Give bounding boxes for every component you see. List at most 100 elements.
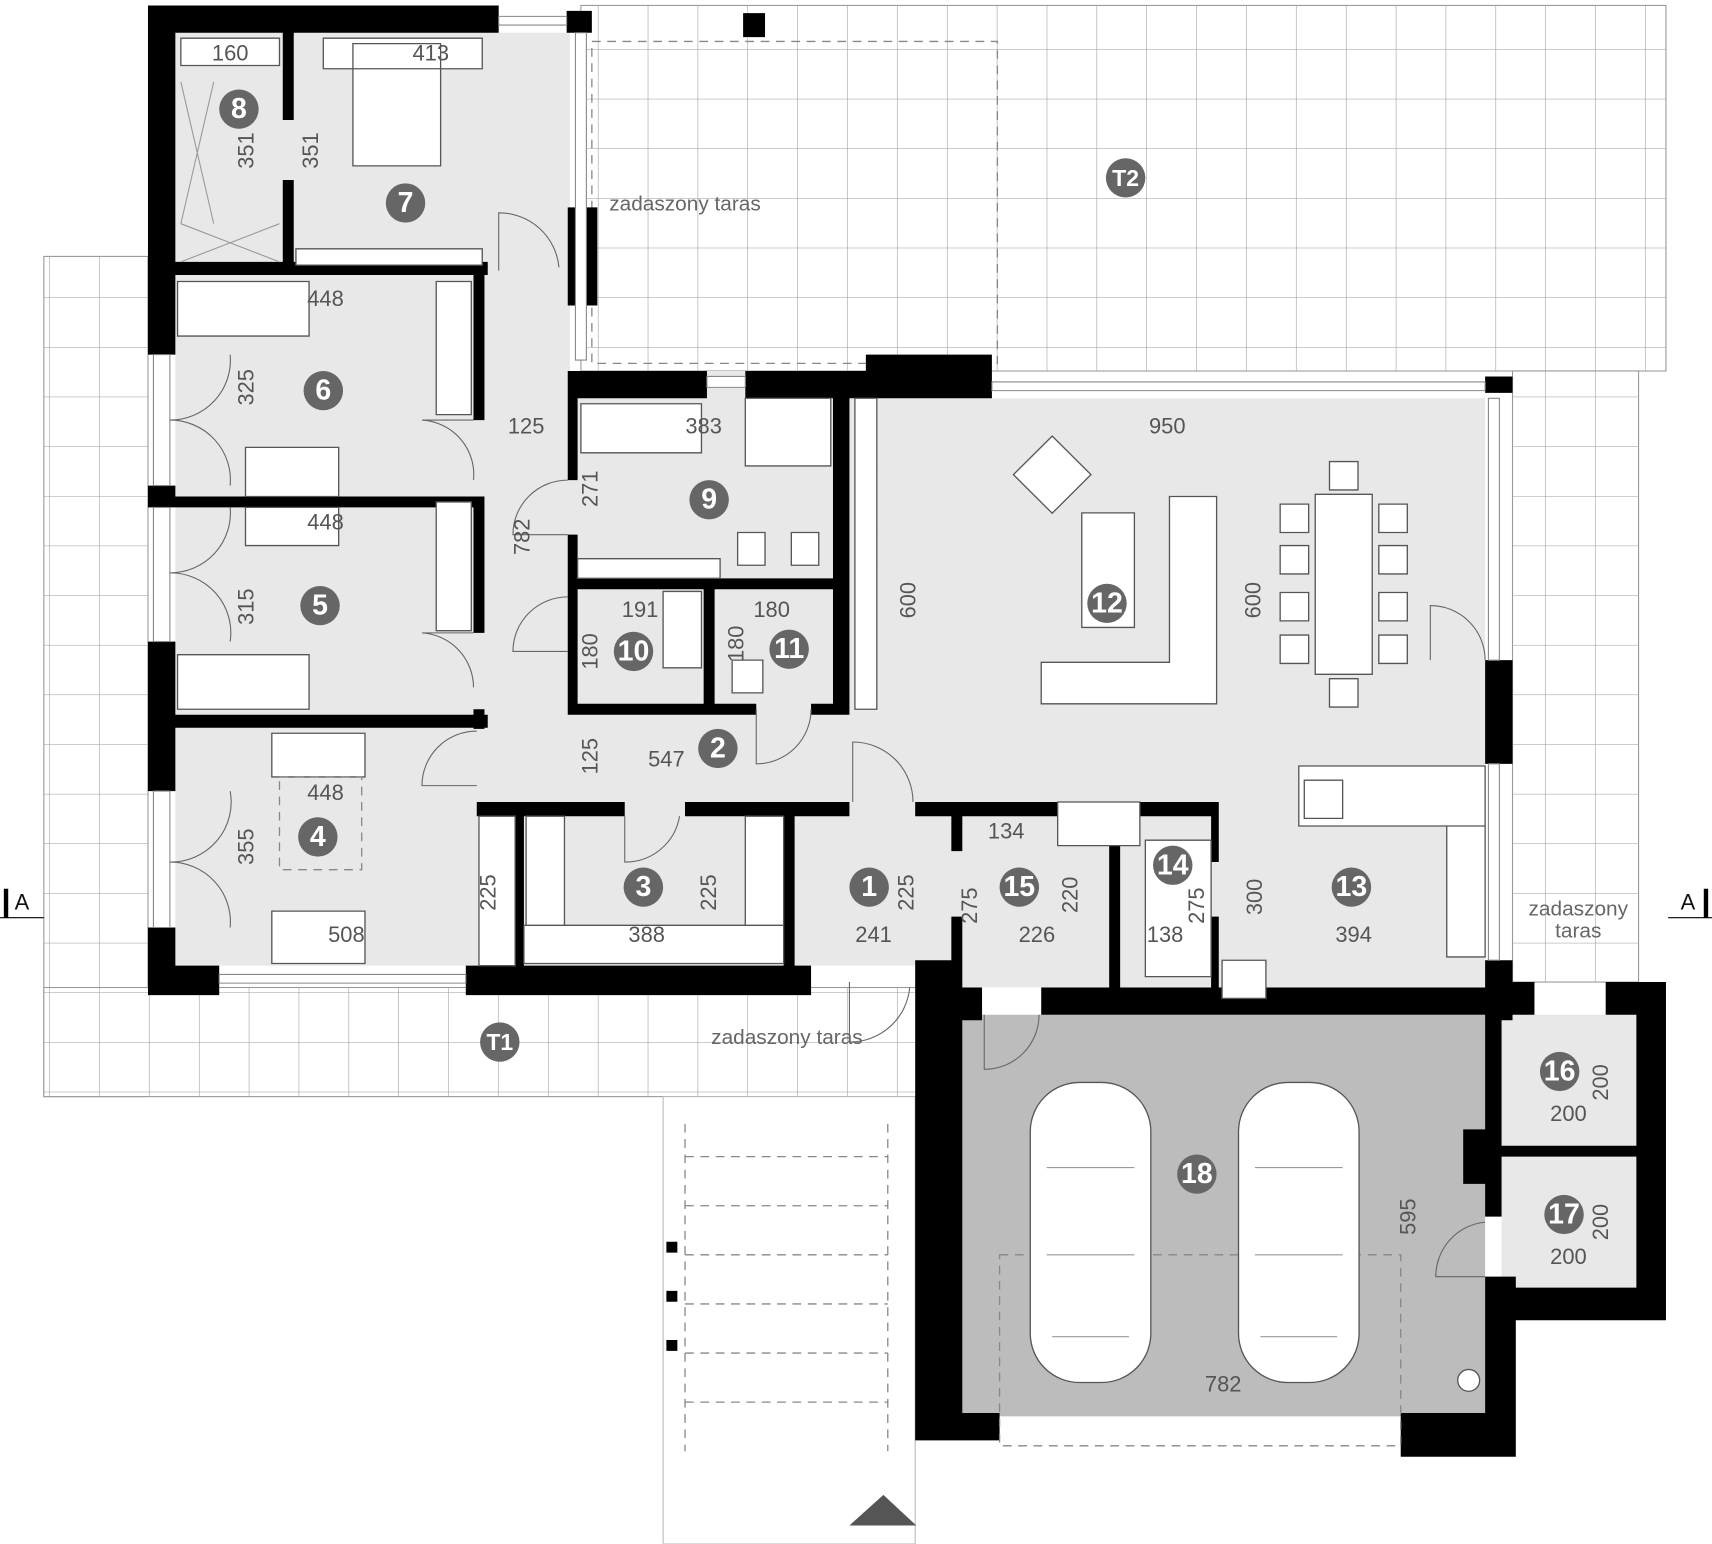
armchair [1012, 435, 1092, 515]
terrace-t1 [43, 255, 933, 1098]
dim-label: 547 [648, 746, 685, 771]
kitchen-furniture [1057, 765, 1486, 1000]
room-badge-12: 12 [1087, 583, 1127, 624]
terrace-badge-t2: T2 [1105, 158, 1146, 198]
badge-number: 2 [710, 733, 726, 765]
dim-label: 394 [1335, 922, 1372, 947]
badge-number: 15 [1003, 871, 1035, 903]
room-badge-2: 2 [698, 728, 738, 769]
dim-label: 220 [1058, 877, 1083, 913]
badge-number: 13 [1336, 871, 1368, 903]
walls [147, 5, 1666, 1457]
car-right [1237, 1081, 1360, 1384]
room-badge-11: 11 [769, 629, 809, 669]
terrace-t2 [580, 4, 1667, 983]
dim-label: 225 [476, 874, 501, 910]
terrace-badge-t1: T1 [480, 1022, 520, 1062]
badge-number: 5 [312, 590, 328, 622]
storage-floor [1501, 1014, 1637, 1288]
dim-label: 225 [893, 874, 918, 910]
badge-number: 7 [398, 187, 414, 219]
dim-label: 271 [578, 471, 603, 507]
dim-label: 448 [307, 286, 344, 311]
badge-number: 12 [1091, 587, 1123, 619]
dim-label: 595 [1395, 1198, 1420, 1234]
interior-floor [175, 32, 1486, 988]
dim-label: 200 [1588, 1204, 1613, 1240]
living-furniture [1040, 460, 1408, 708]
dim-label: 160 [212, 40, 249, 65]
room-badge-15: 15 [999, 867, 1040, 907]
room-badge-14: 14 [1153, 845, 1193, 885]
room-badge-7: 7 [385, 183, 426, 223]
dim-label: 200 [1550, 1244, 1587, 1269]
dim-label: 200 [1588, 1064, 1613, 1100]
dim-label: 200 [1550, 1101, 1587, 1126]
dim-label: 275 [1184, 887, 1209, 923]
dim-label: 300 [1242, 879, 1267, 915]
dim-label: 355 [233, 829, 258, 865]
dim-label: 351 [233, 132, 258, 168]
dim-label: 600 [895, 582, 920, 618]
dim-label: 388 [628, 922, 665, 947]
dim-label: 315 [233, 588, 258, 624]
room-badge-18: 18 [1177, 1154, 1217, 1194]
badge-number: T2 [1112, 165, 1139, 191]
dim-label: 134 [988, 818, 1025, 843]
badge-number: 18 [1181, 1158, 1213, 1190]
furniture [176, 37, 1486, 1000]
dim-label: 241 [855, 922, 892, 947]
badge-number: 16 [1544, 1056, 1576, 1088]
dim-label: 950 [1149, 414, 1186, 439]
badge-number: 10 [618, 635, 650, 667]
badge-number: 9 [701, 484, 717, 516]
dim-label: 383 [685, 414, 722, 439]
badge-number: 8 [231, 93, 247, 125]
dim-label: 225 [696, 874, 721, 910]
dim-label: 600 [1241, 582, 1266, 618]
room-badge-1: 1 [849, 867, 889, 907]
badge-number: 3 [635, 871, 651, 903]
doors [169, 212, 1486, 1278]
dim-label: 125 [508, 414, 545, 439]
room-badge-6: 6 [303, 370, 344, 411]
badge-number: 11 [774, 633, 804, 665]
room-badge-8: 8 [219, 89, 259, 129]
covered-terrace-label: zadaszony taras [711, 1026, 863, 1049]
dim-label: 325 [233, 369, 258, 405]
entrance-arrow-icon [849, 1494, 917, 1526]
dim-label: 226 [1019, 922, 1056, 947]
windows [152, 15, 1500, 984]
dim-label: 191 [622, 597, 659, 622]
room-badge-13: 13 [1331, 867, 1372, 907]
dim-label: 448 [307, 780, 344, 805]
section-label: A [15, 889, 30, 914]
section-label: A [1681, 889, 1696, 914]
driveway [662, 1096, 917, 1544]
dim-label: 125 [578, 738, 603, 774]
badge-number: 6 [315, 375, 331, 407]
dim-label: 413 [412, 40, 449, 65]
badge-number: T1 [486, 1029, 513, 1055]
badge-number: 17 [1548, 1199, 1580, 1231]
garage-cars [998, 1081, 1481, 1447]
room-badge-17: 17 [1544, 1194, 1584, 1235]
room-badge-4: 4 [298, 817, 338, 857]
badge-number: 14 [1157, 849, 1189, 881]
room-badge-3: 3 [623, 867, 664, 907]
dim-label: 180 [723, 626, 748, 662]
dim-label: 448 [307, 510, 344, 535]
covered-terrace-label: zadaszony taras [609, 193, 761, 216]
dim-label: 180 [753, 597, 790, 622]
dim-label: 351 [298, 132, 323, 168]
car-left [1029, 1081, 1152, 1384]
bedroom-furniture [176, 37, 483, 965]
dim-label: 782 [510, 519, 535, 555]
room-badge-10: 10 [613, 631, 654, 672]
dim-label: 782 [1205, 1372, 1242, 1397]
dim-label: 275 [957, 887, 982, 923]
dim-label: 508 [328, 922, 365, 947]
